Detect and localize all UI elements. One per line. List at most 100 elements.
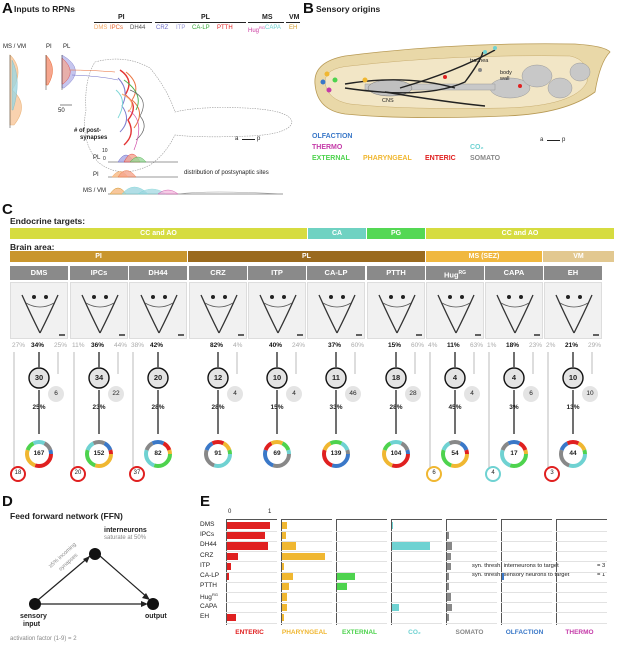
distribution-label: distribution of postsynaptic sites [184,170,269,176]
group-label-ms: MS [262,14,273,21]
bar-dh44-pharyngeal [282,542,296,550]
target-bar-pg: PG [367,228,425,239]
side-label-pi: PI [46,44,52,50]
percent-mid: 42% [150,342,164,349]
interneuron-count: 18 [391,373,401,382]
pathway-percent: 28% [389,404,403,411]
ffn-interneurons-label: interneurons [104,527,147,534]
row-separator [226,540,277,542]
percent-right: 29% [588,342,602,349]
percent-left: 38% [131,342,145,349]
bar-eh-somato [447,613,450,621]
column-axis [501,519,552,520]
larva-diagram [314,43,611,118]
row-separator [336,602,387,603]
percent-mid: 34% [31,342,45,349]
row-separator [446,530,497,532]
column-baseline [501,519,502,625]
row-separator [226,571,277,572]
column-axis [446,519,497,520]
neuron-name: ITP [271,268,283,277]
column-axis [226,519,277,520]
label-body-wall: body wall [500,70,512,82]
row-label-text: DH44 [200,541,217,549]
area-bar-pi: PI [10,251,187,262]
post-synapses-label-2: synapses [80,135,108,141]
percent-left: 27% [12,342,26,349]
bar-dms-pharyngeal [282,522,287,530]
donut-count: 152 [93,450,105,457]
donut-count: 91 [214,450,222,457]
row-separator [556,612,607,613]
target-bar-cc-ao-1: CC and AO [10,228,307,239]
column-label-enteric: ENTERIC [235,629,264,636]
percent-right: 4% [233,342,243,349]
bar-hug-pharyngeal [282,593,288,601]
row-label-dms: DMS [200,521,214,528]
neuron-name-box: ITP [248,266,306,280]
row-label-hug: HugRG [200,592,218,601]
column-baseline [336,519,337,625]
neuron-name-box: CAPA [485,266,543,280]
bar-dms-co [392,522,393,530]
interneuron-count: 10 [568,373,578,382]
target-bar-ca: CA [308,228,366,239]
donut-count: 17 [510,450,518,457]
row-separator [281,622,332,623]
row-separator [226,591,277,593]
label-ipcs: IPCs [110,25,124,31]
neuron-name: CA-LP [324,268,348,277]
row-separator [336,612,387,613]
panel-b-letter: B [303,0,314,17]
pathway-diagram [544,352,598,482]
percent-right: 24% [292,342,306,349]
row-separator [391,530,442,532]
row-separator [556,622,607,623]
column-axis [336,519,387,520]
threshold-interneurons-value: = 3 [597,563,606,569]
threshold-sensory: syn. thresh. sensory neurons to target [472,572,570,578]
bar-hug-somato [447,593,451,601]
row-separator [281,602,332,603]
neuron-name-box: DH44 [129,266,187,280]
sensory-count: 22 [112,390,120,397]
neuron-name: PTTH [386,268,406,277]
area-bar-pl: PL [188,251,425,262]
direct-sensory-count: 6 [432,470,436,476]
row-separator [501,540,552,542]
row-separator [446,561,497,562]
area-bar-vm: VM [543,251,614,262]
column-label-pharyngeal: PHARYNGEAL [281,629,328,636]
pathway-diagram [204,352,243,468]
row-separator [226,530,277,532]
donut-count: 167 [33,450,45,457]
sensory-count: 6 [529,390,533,397]
percent-right: 60% [411,342,425,349]
donut-count: 104 [390,450,402,457]
row-tick-0: 0 [103,156,106,162]
donut-count: 69 [273,450,281,457]
neuron-name: DMS [30,268,48,277]
sensory-count: 4 [233,390,237,397]
row-separator [501,561,552,562]
neuron-micrograph [426,282,484,339]
pathway-diagram [263,352,302,468]
row-separator [336,551,387,552]
row-label-crz: CRZ [200,552,213,559]
label-ptth: PTTH [217,25,233,31]
bar-ipcs-enteric [227,532,266,540]
bar-ptth-pharyngeal [282,583,289,591]
pathway-diagram [322,352,361,468]
pathway-percent: 13% [566,404,580,411]
row-separator [501,612,552,613]
bar-dms-enteric [227,522,270,530]
row-separator [281,551,332,552]
row-separator [226,581,277,583]
bar-crz-somato [447,552,451,560]
group-label-pi: PI [118,14,125,21]
row-separator [446,612,497,613]
label-dms: DMS [94,25,108,31]
bar-capa-somato [447,603,452,611]
row-separator [556,551,607,552]
direct-sensory-count: 4 [491,470,495,476]
